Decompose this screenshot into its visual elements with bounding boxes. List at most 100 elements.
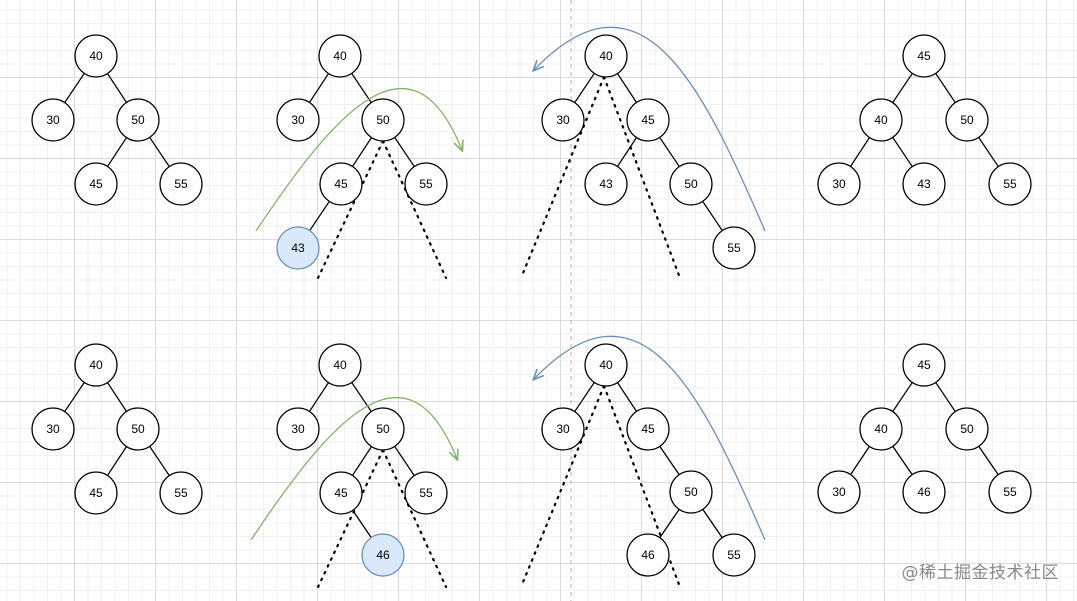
node-circle [669,470,713,514]
tree-edge [892,137,913,167]
node-value: 43 [291,241,305,255]
node-circle [404,162,448,206]
tree-node: 45 [626,98,670,142]
node-circle [817,162,861,206]
node-value: 50 [684,485,698,499]
rotation-guide-dots [316,139,385,280]
node-circle [945,98,989,142]
node-value: 30 [46,113,60,127]
node-circle [318,34,362,78]
node-circle [945,407,989,451]
tree-edge [892,382,913,412]
tree-edge [574,382,595,412]
node-circle [712,226,756,270]
tree-node: 55 [712,533,756,577]
node-value: 30 [291,422,305,436]
node-value: 55 [174,177,188,191]
tree-node: 45 [319,471,363,515]
node-value: 55 [419,486,433,500]
tree-node: 40 [74,34,118,78]
node-circle [859,407,903,451]
node-circle [669,162,713,206]
tree-node: 43 [584,162,628,206]
tree-edge [892,445,913,476]
right-rotation-arrow [250,396,457,541]
node-circle [712,533,756,577]
node-value: 50 [131,422,145,436]
tree-node: 30 [276,98,320,142]
edges-layer [64,73,999,539]
tree-edge [149,446,170,476]
node-circle [116,98,160,142]
node-value: 40 [599,358,613,372]
tree-node: 40 [859,407,903,451]
tree-edge [351,446,373,476]
node-circle [159,162,203,206]
tree-edge [352,510,372,538]
right-rotation-arrow [255,87,462,232]
node-value: 46 [376,548,390,562]
node-value: 30 [832,485,846,499]
node-circle [276,226,320,270]
node-value: 30 [556,422,570,436]
tree-edge [106,73,128,103]
node-circle [276,407,320,451]
node-value: 45 [917,358,931,372]
node-circle [902,162,946,206]
node-circle [361,533,405,577]
node-value: 50 [960,113,974,127]
node-value: 55 [1003,177,1017,191]
inserted-node: 46 [361,533,405,577]
tree-node: 46 [626,533,670,577]
node-circle [31,98,75,142]
rotation-guide-dots [381,448,448,589]
tree-edge [351,382,372,412]
node-value: 45 [334,486,348,500]
node-circle [584,162,628,206]
node-circle [74,471,118,515]
node-value: 45 [89,486,103,500]
node-value: 30 [832,177,846,191]
node-circle [116,407,160,451]
tree-edge [978,137,999,167]
tree-edge [64,382,85,412]
tree-node: 55 [988,162,1032,206]
rotation-guide-dots [519,75,606,280]
node-value: 46 [917,485,931,499]
tree-edge [702,508,723,539]
tree-edge [149,137,170,167]
tree-edge [394,446,415,476]
node-value: 46 [641,548,655,562]
inserted-node: 43 [276,226,320,270]
tree-edge [351,137,373,167]
tree-node: 30 [541,98,585,142]
node-value: 55 [727,241,741,255]
tree-node: 30 [276,407,320,451]
node-circle [404,471,448,515]
node-value: 50 [960,422,974,436]
tree-node: 45 [626,407,670,451]
node-value: 45 [334,177,348,191]
node-value: 50 [376,422,390,436]
node-value: 40 [89,49,103,63]
tree-edge [849,137,871,167]
tree-node: 50 [669,470,713,514]
node-circle [584,343,628,387]
nodes-layer: 40 30 50 45 55 40 30 50 45 55 43 40 30 45 43 50 55 45 40 50… [31,34,1032,577]
node-value: 55 [1003,485,1017,499]
tree-node: 55 [159,162,203,206]
tree-edge [106,137,128,167]
tree-edge [308,382,330,412]
node-value: 43 [917,177,931,191]
node-value: 30 [291,113,305,127]
node-circle [74,162,118,206]
node-value: 50 [131,113,145,127]
tree-node: 46 [902,470,946,514]
tree-edge [659,137,680,167]
tree-node: 50 [116,98,160,142]
node-value: 40 [874,113,888,127]
node-circle [361,407,405,451]
